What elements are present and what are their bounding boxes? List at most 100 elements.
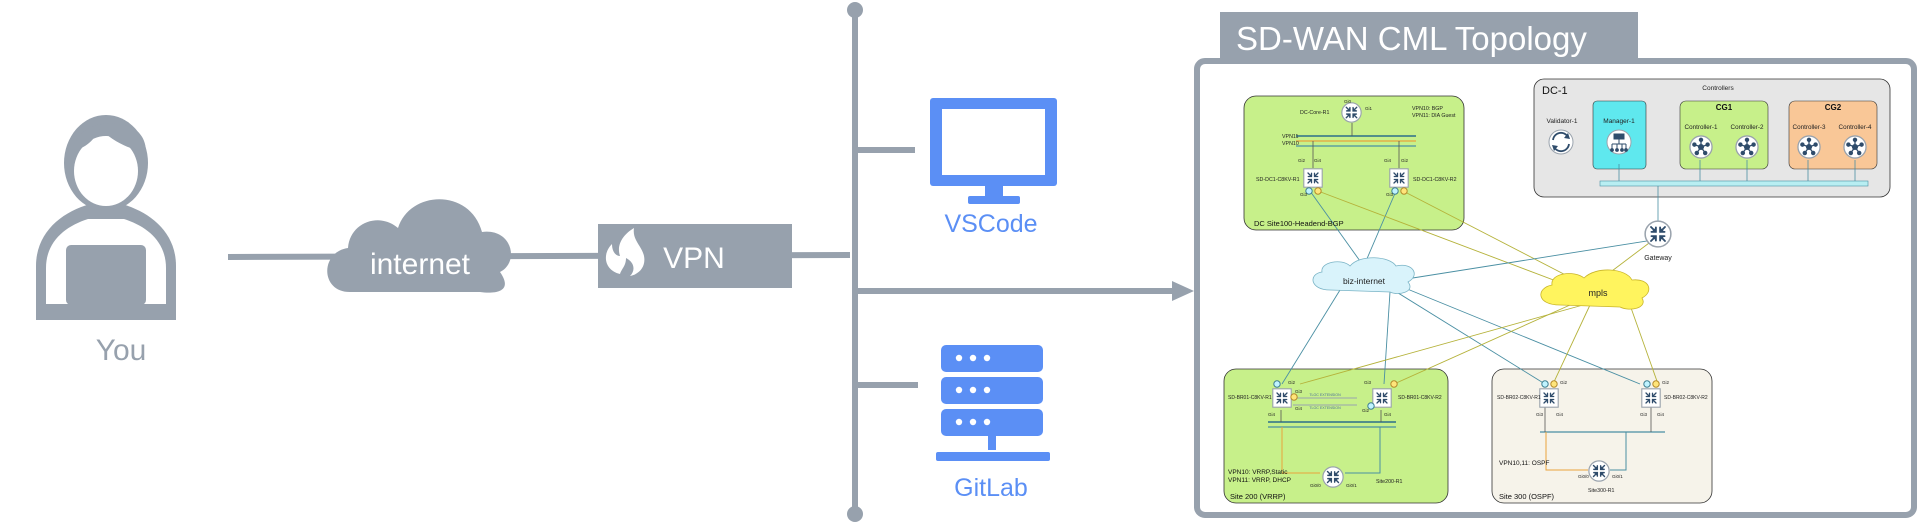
- dc-core-router-icon[interactable]: [1341, 102, 1362, 123]
- site200-links: [1268, 397, 1396, 474]
- site300-router-gi1: Gi0/1: [1612, 474, 1623, 479]
- site200-router-gi1: Gi0/1: [1346, 483, 1357, 488]
- gateway-router-icon[interactable]: [1644, 220, 1672, 248]
- dc-tloc-ports: [1305, 187, 1408, 195]
- internet-label: internet: [370, 248, 471, 281]
- vpn-label: VPN: [663, 242, 725, 275]
- controllers-label: Controllers: [1702, 85, 1734, 92]
- site200-note-1: VPN10: VRRP,Static: [1228, 469, 1288, 476]
- dc-core-gi0: Gi0: [1344, 99, 1352, 104]
- user-label: You: [96, 334, 147, 367]
- dc-core-label: DC-Core-R1: [1300, 110, 1329, 116]
- dc-r1-label: SD-DC1-C8KV-R1: [1256, 177, 1300, 183]
- biz-internet-cloud: [1312, 257, 1415, 294]
- dc-vpn10-label: VPN10: [1282, 141, 1299, 147]
- site200-tloc-ports: [1273, 380, 1398, 410]
- site300-router-gi0: Gi0/0: [1578, 474, 1589, 479]
- site300-r2-gi2: Gi2: [1662, 380, 1670, 385]
- site300-r2-label: SD-BR02-C8KV-R2: [1664, 395, 1708, 401]
- site300-router-icon[interactable]: [1588, 460, 1610, 482]
- site300-r1-gi4: Gi4: [1556, 412, 1564, 417]
- dc-vpn-note-2: VPN11: DIA Guest: [1412, 113, 1456, 119]
- site200-r1-label: SD-BR01-C8KV-R1: [1228, 395, 1272, 401]
- manager-label: Manager-1: [1603, 118, 1635, 125]
- site300-note: VPN10,11: OSPF: [1499, 460, 1549, 467]
- site300-r2-gi3: Gi3: [1640, 412, 1648, 417]
- controller-1-label: Controller-1: [1685, 124, 1718, 131]
- dc-r1-gi3: Gi3: [1300, 192, 1308, 197]
- dc-r2-router-icon[interactable]: [1389, 168, 1409, 188]
- vscode-label[interactable]: VSCode: [944, 210, 1037, 238]
- site200-tloc-1: TLOC EXTENSION: [1309, 393, 1341, 397]
- controller-2-label: Controller-2: [1731, 124, 1764, 131]
- site300-r1-gi2: Gi2: [1560, 380, 1568, 385]
- cg2-label: CG2: [1825, 103, 1842, 112]
- dc-vpn-note-1: VPN10: BGP: [1412, 106, 1443, 112]
- controllers-bus: [1599, 180, 1869, 187]
- manager-icon[interactable]: [1606, 129, 1632, 155]
- gateway-label: Gateway: [1644, 255, 1672, 262]
- site200-router-gi0: Gi0/0: [1310, 483, 1321, 488]
- topology-title: SD-WAN CML Topology: [1236, 20, 1587, 57]
- controller-4-label: Controller-4: [1839, 124, 1872, 131]
- site300-r1-router-icon[interactable]: [1539, 388, 1559, 408]
- site200-r1-gi3: Gi3: [1295, 389, 1303, 394]
- site200-r2-gi3: Gi3: [1364, 380, 1372, 385]
- vpn-box: [598, 224, 792, 288]
- site200-router-label: Site200-R1: [1376, 479, 1403, 485]
- site300-links: [1540, 406, 1665, 471]
- site300-box: [1491, 368, 1713, 504]
- dc-site-links: [1296, 123, 1416, 168]
- dc-vpn11-label: VPN11: [1282, 134, 1298, 140]
- controller-4-icon[interactable]: [1843, 135, 1867, 159]
- site300-r1-gi3: Gi3: [1536, 412, 1544, 417]
- dc1-label: DC-1: [1542, 85, 1568, 97]
- internet-cloud-icon: [327, 199, 512, 293]
- dc-r2-gi4: Gi4: [1384, 158, 1392, 163]
- validator-icon[interactable]: [1548, 129, 1574, 155]
- controller-3-icon[interactable]: [1797, 135, 1821, 159]
- dc-r1-gi2: Gi2: [1298, 158, 1306, 163]
- server-stack-icon: [936, 345, 1050, 461]
- site300-r1-label: SD-BR02-C8KV-R1: [1497, 395, 1541, 401]
- bus-top-cap: [847, 2, 863, 18]
- cg1-label: CG1: [1716, 103, 1733, 112]
- dc-core-gi1: Gi1: [1365, 106, 1373, 111]
- biz-internet-label: biz-internet: [1343, 276, 1386, 286]
- dc-r2-gi2: Gi2: [1401, 158, 1409, 163]
- site300-router-label: Site300-R1: [1588, 488, 1615, 494]
- site300-label: Site 300 (OSPF): [1499, 492, 1555, 501]
- dc-site-label: DC Site100-Headend-BGP: [1254, 219, 1344, 228]
- dc-r1-gi4: Gi4: [1314, 158, 1322, 163]
- topology-arrow-head: [1172, 281, 1194, 301]
- controller-3-label: Controller-3: [1793, 124, 1826, 131]
- dc-r2-label: SD-DC1-C8KV-R2: [1413, 177, 1457, 183]
- site200-r2-router-icon[interactable]: [1372, 388, 1392, 408]
- site200-tloc-2: TLOC EXTENSION: [1309, 406, 1341, 410]
- site200-label: Site 200 (VRRP): [1230, 492, 1286, 501]
- monitor-icon: [930, 98, 1057, 204]
- site200-router-icon[interactable]: [1322, 466, 1344, 488]
- flame-icon: [605, 228, 645, 276]
- bus-bottom-cap: [847, 506, 863, 522]
- controller-1-icon[interactable]: [1689, 135, 1713, 159]
- site300-r2-gi4: Gi4: [1657, 412, 1665, 417]
- mpls-label: mpls: [1588, 288, 1608, 298]
- validator-label: Validator-1: [1547, 118, 1578, 125]
- dc-r2-gi3: Gi3: [1386, 192, 1394, 197]
- site200-r1-gi4b: Gi4: [1268, 412, 1276, 417]
- wan-links: [1281, 190, 1659, 385]
- site200-r1-gi2: Gi2: [1288, 380, 1296, 385]
- site200-r1-router-icon[interactable]: [1272, 388, 1292, 408]
- topology-title-tab: [1220, 12, 1638, 64]
- site300-tloc-ports: [1541, 380, 1660, 388]
- controller-2-icon[interactable]: [1735, 135, 1759, 159]
- user-laptop-icon: [36, 115, 176, 320]
- gitlab-label[interactable]: GitLab: [954, 474, 1028, 502]
- site200-r2-gi2: Gi2: [1362, 408, 1370, 413]
- dc-site-box: [1243, 95, 1465, 231]
- mpls-cloud: [1540, 269, 1650, 310]
- site300-r2-router-icon[interactable]: [1641, 388, 1661, 408]
- dc-r1-router-icon[interactable]: [1303, 168, 1323, 188]
